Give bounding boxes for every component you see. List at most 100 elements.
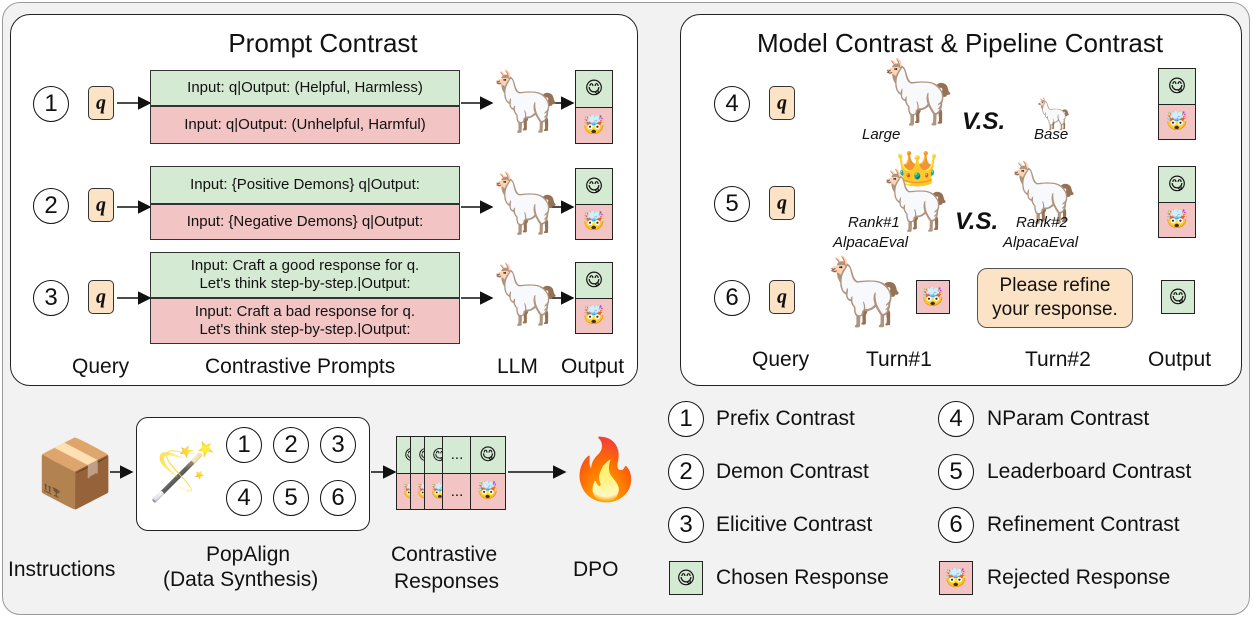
contrastive-responses-stack: 😋 🤯 😋 🤯 😋 🤯 ... ... 😋 🤯 [396,436,508,510]
row3-query: q [88,280,114,314]
response-card: 😋 🤯 [470,436,506,510]
refine-line2: your response. [992,299,1118,320]
large-label: Large [862,126,901,143]
base-llama-icon: 🦙 [1035,98,1073,131]
legend-leaderboard-contrast: Leaderboard Contrast [987,460,1192,483]
footer-output-label: Output [1148,348,1212,371]
llm-llama-icon: 🦙 [490,69,563,134]
legend-number-2: 2 [668,454,704,490]
chosen-response-icon: 😋 [1159,167,1195,202]
legend-nparam-contrast: NParam Contrast [987,407,1150,430]
row4-query: q [769,86,795,120]
popalign-number-3: 3 [320,427,356,463]
rank1-llama-icon: 🦙 [880,168,953,233]
legend-rejected-response: Rejected Response [987,566,1171,589]
row6-chosen-icon: 😋 [1161,280,1195,314]
row3-number: 3 [33,280,69,316]
legend-number-5: 5 [938,454,974,490]
row4-vs: V.S. [962,108,1006,135]
response-card-ellipsis: ... ... [442,436,472,510]
chosen-response-icon: 😋 [576,263,612,298]
legend-elicitive-contrast: Elicitive Contrast [716,513,873,536]
legend-number-6: 6 [938,507,974,543]
row1-positive-prompt: Input: q|Output: (Helpful, Harmless) [150,70,460,106]
row3-negative-line2: Let's think step-by-step.|Output: [199,321,411,338]
popalign-number-5: 5 [273,480,309,516]
row4-number: 4 [714,86,750,122]
rejected-response-icon: 🤯 [471,472,505,509]
legend-chosen-response: Chosen Response [716,566,889,589]
refine-line1: Please refine [999,275,1111,296]
legend-number-4: 4 [938,401,974,437]
fire-icon: 🔥 [568,436,643,503]
row3-positive-line2: Let's think step-by-step.|Output: [199,275,411,292]
chosen-response-icon: 😋 [1159,69,1195,104]
rank2-llama-icon: 🦙 [1008,160,1081,225]
row3-negative-prompt: Input: Craft a bad response for q. Let's… [150,298,460,344]
package-icon: 📦 [34,436,117,510]
row5-vs: V.S. [955,208,999,235]
footer-llm-label: LLM [497,355,538,378]
footer-turn2-label: Turn#2 [1025,348,1091,371]
row1-query: q [88,86,114,120]
popalign-number-2: 2 [273,427,309,463]
crown-icon: 👑 [896,150,939,188]
instructions-label: Instructions [8,558,116,581]
prompt-contrast-title: Prompt Contrast [228,28,418,58]
row2-output: 😋 🤯 [575,168,613,240]
legend-number-1: 1 [668,401,704,437]
legend-chosen-swatch: 😋 [669,561,703,595]
turn1-llama-icon: 🦙 [824,254,907,328]
row6-query: q [769,280,795,314]
rank2-board-label: AlpacaEval [1003,234,1079,251]
responses-label: Responses [394,570,500,593]
legend-number-3: 3 [668,507,704,543]
llm-llama-icon: 🦙 [490,171,563,236]
popalign-number-4: 4 [226,480,262,516]
rank2-label: Rank#2 [1016,214,1068,231]
refine-instruction: Please refine your response. [977,268,1133,328]
rejected-response-icon: 🤯 [576,297,612,333]
data-synthesis-label: (Data Synthesis) [163,568,319,591]
row2-query: q [88,188,114,222]
magic-wand-icon: 🪄 [148,440,218,503]
contrastive-label: Contrastive [391,543,498,566]
footer-prompts-label: Contrastive Prompts [205,355,396,378]
dpo-label: DPO [573,558,619,581]
turn1-rejected-icon: 🤯 [916,280,950,314]
footer-query-label: Query [752,348,810,371]
row5-query: q [769,186,795,220]
row3-negative-line1: Input: Craft a bad response for q. [194,303,416,320]
row2-negative-prompt: Input: {Negative Demons} q|Output: [150,204,460,240]
llm-llama-icon: 🦙 [490,262,563,327]
rank1-label: Rank#1 [848,214,900,231]
row5-number: 5 [714,186,750,222]
legend-rejected-swatch: 🤯 [939,561,973,595]
rejected-response-icon: 🤯 [576,203,612,239]
legend-prefix-contrast: Prefix Contrast [716,407,855,430]
legend-refinement-contrast: Refinement Contrast [987,513,1180,536]
popalign-label: PopAlign [206,543,291,566]
row2-number: 2 [33,188,69,224]
row6-number: 6 [714,280,750,316]
rejected-response-icon: 🤯 [576,106,612,143]
row4-output: 😋 🤯 [1158,68,1196,140]
row1-number: 1 [33,86,69,122]
row5-output: 😋 🤯 [1158,166,1196,238]
row3-positive-prompt: Input: Craft a good response for q. Let'… [150,252,460,298]
large-llama-icon: 🦙 [880,58,958,127]
popalign-number-1: 1 [226,427,262,463]
row1-negative-prompt: Input: q|Output: (Unhelpful, Harmful) [150,106,460,144]
rank1-board-label: AlpacaEval [833,234,909,251]
legend-demon-contrast: Demon Contrast [716,460,869,483]
chosen-response-icon: 😋 [576,71,612,107]
chosen-response-icon: 😋 [576,169,612,204]
ellipsis-text: ... [443,472,471,509]
footer-output-label: Output [561,355,625,378]
footer-query-label: Query [72,355,130,378]
footer-turn1-label: Turn#1 [866,348,932,371]
rejected-response-icon: 🤯 [1159,201,1195,237]
row2-positive-prompt: Input: {Positive Demons} q|Output: [150,166,460,204]
row1-output: 😋 🤯 [575,70,613,144]
popalign-number-6: 6 [320,480,356,516]
